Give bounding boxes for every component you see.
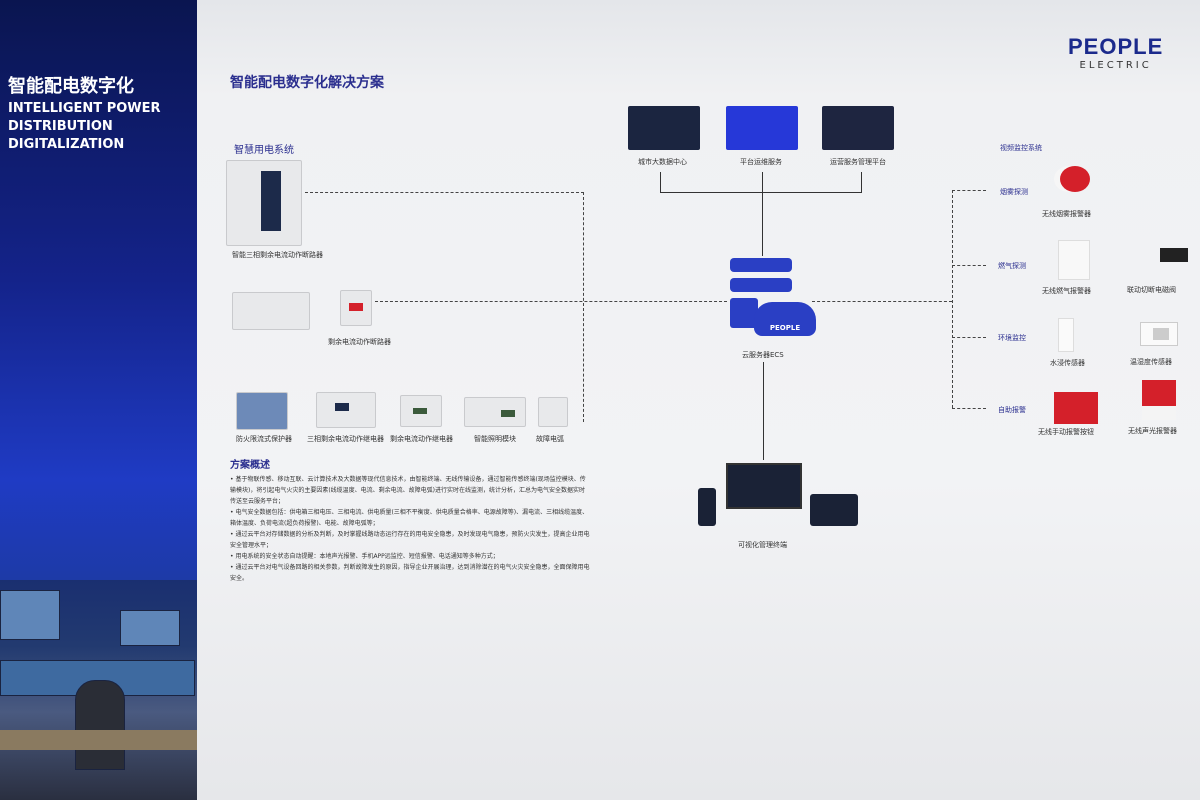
logo-brand: PEOPLE	[1068, 34, 1164, 59]
brand-logo: PEOPLE ELECTRIC	[1068, 34, 1163, 71]
gas-alarm-icon	[1058, 240, 1090, 280]
platform-label: 平台运维服务	[740, 158, 782, 166]
sound-light-alarm-icon	[1142, 380, 1176, 420]
overview-item: • 通过云平台对存储数据的分析及判断，及时掌握线路动态运行存在的用电安全隐患，及…	[230, 531, 590, 549]
solenoid-valve-icon	[1160, 248, 1188, 262]
device-label: 水浸传感器	[1050, 359, 1085, 367]
category-label: 烟雾探测	[1000, 188, 1028, 196]
residual-breaker	[340, 290, 372, 326]
device-label: 无线声光报警器	[1128, 427, 1177, 435]
fire-limiter	[236, 392, 288, 430]
device-label: 无线烟雾报警器	[1042, 210, 1091, 218]
cloud-brand: PEOPLE	[754, 302, 816, 336]
mcb-series	[232, 292, 310, 330]
manual-alarm-button-icon	[1054, 392, 1098, 424]
arc-fault-detector	[538, 397, 568, 427]
banner-title-cn: 智能配电数字化	[8, 76, 134, 97]
overview-item: • 用电系统的安全状态自动提醒：本地声光报警、手机APP远监控、短信报警、电话通…	[230, 553, 499, 560]
device-label: 剩余电流动作断路器	[328, 338, 391, 346]
control-room-photo	[0, 580, 197, 800]
phone-icon	[698, 488, 716, 526]
device-label: 无线手动报警按钮	[1038, 428, 1094, 436]
device-label: 无线燃气报警器	[1042, 287, 1091, 295]
connector-line	[812, 301, 952, 302]
platform-thumb-big-data	[628, 106, 700, 150]
temp-humidity-sensor-icon	[1140, 322, 1178, 346]
smart-system-heading: 智慧用电系统	[234, 145, 294, 156]
platform-bus-line	[660, 192, 862, 193]
overview-item: • 电气安全数据包括：供电箱三相电压、三相电流、供电质量(三相不平衡度、供电质量…	[230, 509, 589, 527]
logo-sub: ELECTRIC	[1079, 60, 1152, 71]
cloud-label: 云服务器ECS	[742, 351, 784, 359]
platform-thumb-ops	[726, 106, 798, 150]
overview-item: • 通过云平台对电气设备回路的相关参数，判断故障发生的原因，指导企业开展治理，达…	[230, 564, 590, 582]
category-label: 燃气探测	[998, 262, 1026, 270]
device-label: 故障电弧	[536, 435, 564, 443]
category-label: 自助报警	[998, 406, 1026, 414]
device-label: 剩余电流动作继电器	[390, 435, 453, 443]
solution-overview: 方案概述 • 基于物联传感、移动互联、云计算技术及大数据等现代信息技术，由智能终…	[230, 460, 590, 584]
overview-item: • 基于物联传感、移动互联、云计算技术及大数据等现代信息技术，由智能终端、无线传…	[230, 476, 586, 505]
device-label: 三相剩余电流动作继电器	[307, 435, 384, 443]
three-phase-breaker	[226, 160, 302, 246]
left-banner: 智能配电数字化 INTELLIGENT POWER DISTRIBUTION D…	[0, 0, 197, 800]
banner-title-en: INTELLIGENT POWER DISTRIBUTION DIGITALIZ…	[8, 101, 161, 152]
water-sensor-icon	[1058, 318, 1074, 352]
device-label: 防火限流式保护器	[236, 435, 292, 443]
platform-label: 运营服务管理平台	[830, 158, 886, 166]
device-label: 联动切断电磁阀	[1127, 286, 1176, 294]
smoke-alarm-icon	[1060, 166, 1090, 192]
connector-line	[305, 192, 584, 422]
terminal-label: 可视化管理终端	[738, 541, 787, 549]
device-label: 温湿度传感器	[1130, 358, 1172, 366]
category-label: 环境监控	[998, 334, 1026, 342]
monitor-icon	[726, 463, 802, 509]
connector-line	[375, 301, 727, 302]
tablet-icon	[810, 494, 858, 526]
device-label: 智能照明模块	[474, 435, 516, 443]
platform-thumb-management	[822, 106, 894, 150]
lighting-module	[464, 397, 526, 427]
video-heading: 视频监控系统	[1000, 144, 1042, 152]
three-phase-relay	[316, 392, 376, 428]
connector-line	[763, 362, 764, 460]
device-label: 智能三相剩余电流动作断路器	[232, 251, 323, 259]
overview-heading: 方案概述	[230, 460, 270, 471]
page-title: 智能配电数字化解决方案	[230, 75, 384, 91]
cloud-server-icon: PEOPLE	[730, 258, 816, 336]
platform-label: 城市大数据中心	[638, 158, 687, 166]
residual-relay	[400, 395, 442, 427]
